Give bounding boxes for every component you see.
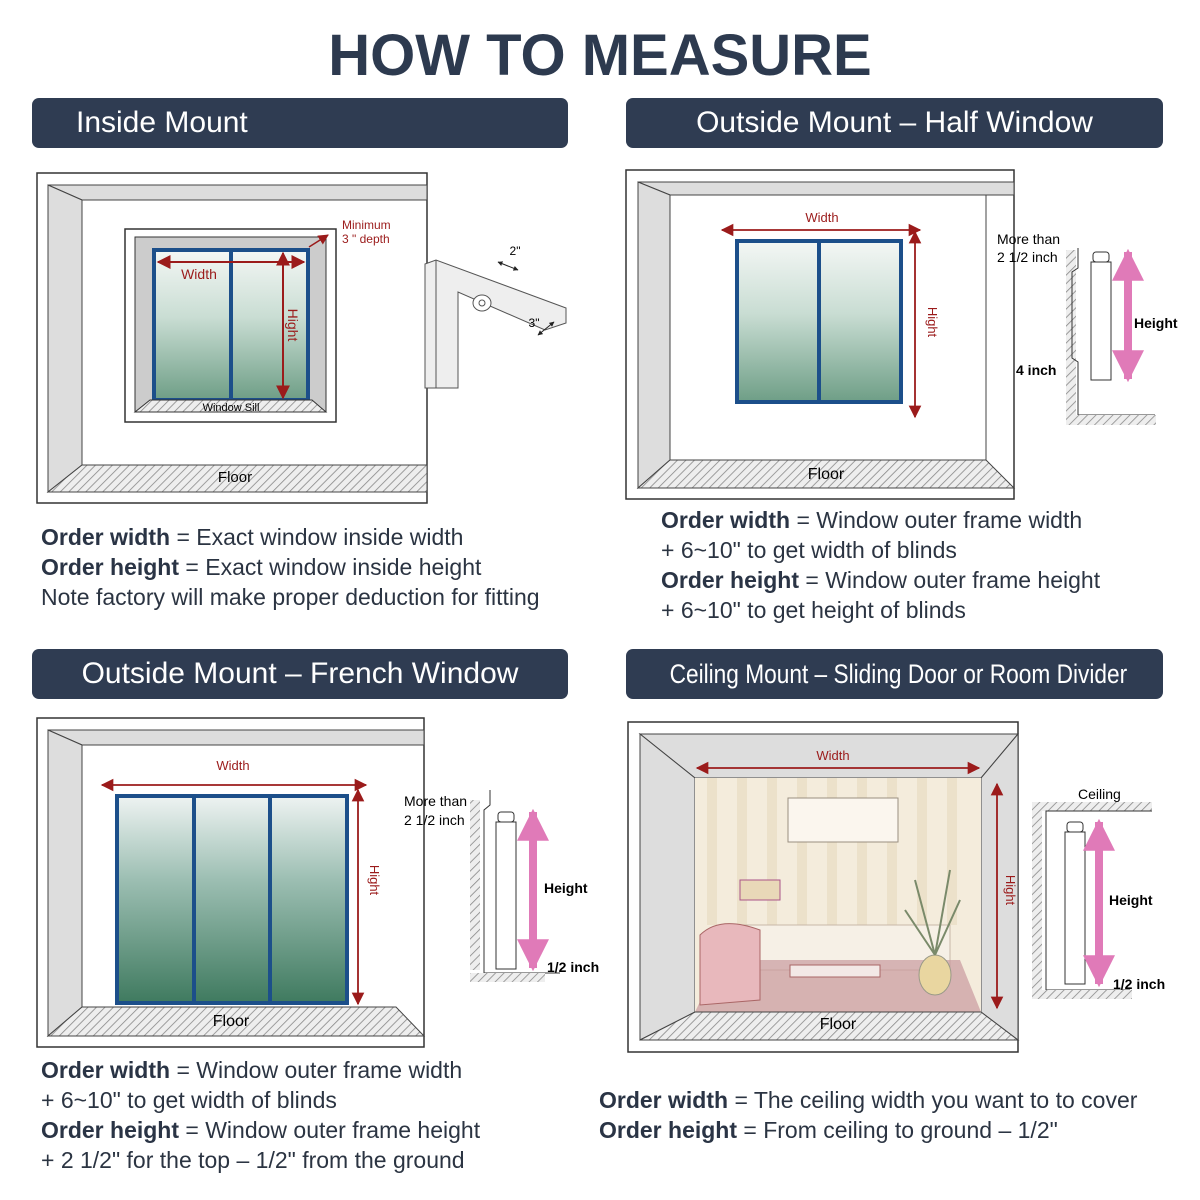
instruction-line: Order height = Window outer frame height [41,1115,480,1145]
outside-french-room: Floor Width Hight [36,717,426,1048]
bottom-gap-label: 1/2 inch [547,959,599,975]
instruction-line: + 6~10" to get width of blinds [41,1085,480,1115]
floor-label: Floor [213,1013,250,1030]
order-key: Order height [599,1117,738,1143]
order-key: Order width [41,1057,171,1083]
order-text: + 6~10" to get width of blinds [661,537,957,563]
order-text: = Window outer frame height [179,1117,481,1143]
width-label: Width [181,266,217,282]
header-outside-half: Outside Mount – Half Window [626,98,1163,148]
order-text: = Window outer frame height [799,567,1101,593]
instruction-line: + 6~10" to get height of blinds [661,595,1100,625]
order-key: Order width [41,524,171,550]
bracket-dim-3: 3" [529,316,540,330]
instruction-line: + 2 1/2" for the top – 1/2" from the gro… [41,1145,480,1175]
blind-height-label: Height [1109,892,1153,908]
width-label: Width [816,748,849,763]
bracket-illustration: 2" 3" [424,244,567,389]
height-label: Hight [1003,875,1018,906]
width-label: Width [805,210,838,225]
instruction-line: Order width = Exact window inside width [41,522,540,552]
instruction-line: Order width = The ceiling width you want… [599,1085,1137,1115]
order-key: Order width [599,1087,729,1113]
outside-french-instructions: Order width = Window outer frame width +… [41,1055,480,1175]
outside-half-room: Floor Width Hight [625,169,1016,500]
header-inside-mount: Inside Mount [32,98,568,148]
bottom-gap-label: 4 inch [1016,362,1056,378]
inside-mount-window: Window Sill Width Hight Minimum 3 " dept… [124,218,391,423]
bracket-dim-2: 2" [510,244,521,258]
instruction-line: + 6~10" to get width of blinds [661,535,1100,565]
instruction-line: Note factory will make proper deduction … [41,582,540,612]
instruction-line: Order height = Exact window inside heigh… [41,552,540,582]
floor-label: Floor [218,469,252,486]
window-sill-label: Window Sill [203,402,260,414]
order-text: Note factory will make proper deduction … [41,584,540,610]
height-label: Hight [285,309,301,342]
floor-label: Floor [820,1016,857,1033]
header-label: Ceiling Mount – Sliding Door or Room Div… [669,659,1128,689]
blind-height-label: Height [544,880,588,896]
ceiling-mount-room: Floor Width Hight [627,721,1020,1053]
order-text: = The ceiling width you want to to cover [728,1087,1138,1113]
order-key: Order height [661,567,800,593]
instruction-line: Order height = From ceiling to ground – … [599,1115,1137,1145]
order-text: + 6~10" to get width of blinds [41,1087,337,1113]
order-text: = From ceiling to ground – 1/2" [737,1117,1058,1143]
top-gap-label: 2 1/2 inch [404,812,465,828]
order-text: + 6~10" to get height of blinds [661,597,966,623]
more-than-label: More than [997,231,1060,247]
instruction-line: Order height = Window outer frame height [661,565,1100,595]
order-text: = Exact window inside width [170,524,464,550]
order-key: Order height [41,1117,180,1143]
order-text: = Window outer frame width [790,507,1083,533]
ceiling-mount-instructions: Order width = The ceiling width you want… [599,1085,1137,1145]
depth-label-2: 3 " depth [342,232,390,246]
order-key: Order height [41,554,180,580]
top-gap-label: 2 1/2 inch [997,249,1058,265]
more-than-label: More than [404,793,467,809]
order-key: Order width [661,507,791,533]
header-label: Outside Mount – Half Window [696,106,1093,139]
depth-arrow [308,234,329,248]
inside-mount-instructions: Order width = Exact window inside width … [41,522,540,612]
header-label: Outside Mount – French Window [81,657,519,690]
header-outside-french: Outside Mount – French Window [32,649,568,699]
floor-label: Floor [808,466,845,483]
ceiling-label: Ceiling [1078,786,1121,802]
outside-half-instructions: Order width = Window outer frame width +… [661,505,1100,625]
half-window-blind-side-view: More than 2 1/2 inch 4 inch Height [997,231,1178,425]
order-text: = Exact window inside height [179,554,482,580]
blind-height-label: Height [1134,315,1178,331]
instruction-line: Order width = Window outer frame width [661,505,1100,535]
page-title: HOW TO MEASURE [328,23,872,88]
height-label: Hight [925,307,940,338]
depth-label-1: Minimum [342,218,391,232]
order-text: = Window outer frame width [170,1057,463,1083]
header-label: Inside Mount [76,106,248,139]
bottom-gap-label: 1/2 inch [1113,976,1165,992]
width-label: Width [216,758,249,773]
header-ceiling-mount: Ceiling Mount – Sliding Door or Room Div… [626,649,1163,699]
instruction-line: Order width = Window outer frame width [41,1055,480,1085]
order-text: + 2 1/2" for the top – 1/2" from the gro… [41,1147,465,1173]
ceiling-blind-side-view: Ceiling Height 1/2 inch [1032,786,1165,999]
height-label: Hight [367,865,382,896]
french-window-blind-side-view: More than 2 1/2 inch Height 1/2 inch [404,790,599,982]
